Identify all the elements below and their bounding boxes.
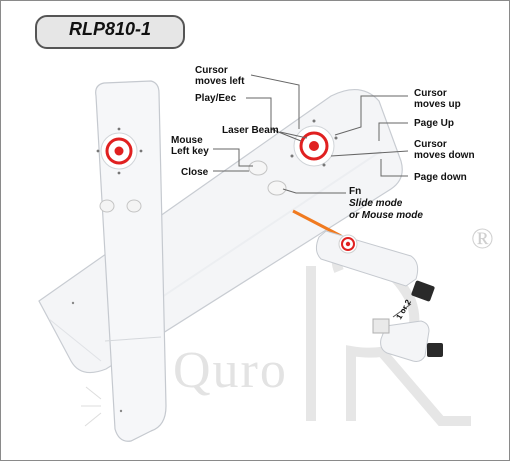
front-remote: [71, 80, 167, 442]
label-close: Close: [181, 167, 209, 178]
registered-mark: ®: [471, 222, 494, 255]
label-mouse-mode: or Mouse mode: [349, 210, 423, 221]
leader-lines: [213, 74, 409, 194]
label-fn: Fn: [349, 186, 362, 197]
label-page-up: Page Up: [414, 118, 455, 129]
watermark-text: Quro: [173, 342, 288, 399]
model-title: RLP810-1: [68, 19, 152, 39]
usb-dongle: [372, 303, 443, 362]
label-laser-beam: Laser Beam: [222, 125, 279, 136]
label-page-down: Page down: [414, 172, 467, 183]
label-play-esc: Play/Eec: [195, 93, 237, 104]
label-cursor-down: Cursor moves down: [414, 139, 475, 161]
label-cursor-left: Cursor moves left: [195, 65, 245, 87]
title-bubble: [35, 15, 185, 49]
small-remote: [315, 230, 435, 302]
light-rays: [81, 386, 102, 427]
laser-beam-ray: [292, 209, 342, 238]
label-mouse-left-key: Mouse Left key: [171, 135, 209, 157]
back-remote: [38, 89, 403, 374]
label-cursor-up: Cursor moves up: [414, 88, 461, 110]
label-slide-mode: Slide mode: [349, 198, 403, 209]
back-remote-main-button: [290, 119, 338, 167]
back-remote-side-buttons: [248, 160, 287, 196]
